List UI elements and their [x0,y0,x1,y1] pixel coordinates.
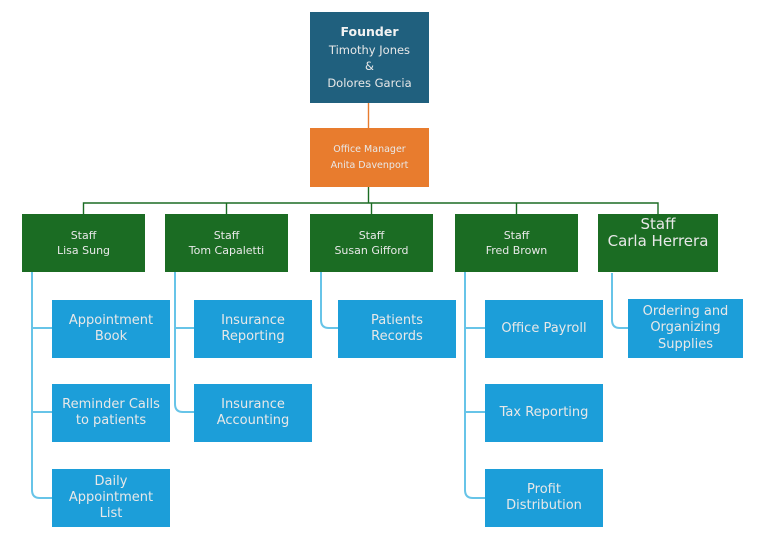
node-task-office-payroll: Office Payroll [485,300,603,358]
wire-staff-fred-tasks [464,272,485,499]
node-task-ordering-supplies: Ordering and Organizing Supplies [628,299,743,358]
staff-title: Staff [640,215,676,233]
staff-title: Staff [70,228,97,242]
node-task-appointment-book: Appointment Book [52,300,170,358]
node-staff-tom-capaletti: Staff Tom Capaletti [165,214,288,272]
staff-title: Staff [503,228,530,242]
staff-title: Staff [358,228,385,242]
node-task-tax-reporting: Tax Reporting [485,384,603,442]
node-staff-lisa-sung: Staff Lisa Sung [22,214,145,272]
office-manager-title: Office Manager [333,144,406,156]
node-task-reminder-calls: Reminder Calls to patients [52,384,170,442]
staff-title: Staff [213,228,240,242]
wire-manager-to-staff [82,187,659,214]
node-staff-susan-gifford: Staff Susan Gifford [310,214,433,272]
node-task-insurance-accounting: Insurance Accounting [194,384,312,442]
task-label: Ordering and Organizing Supplies [642,304,729,352]
staff-name: Fred Brown [485,244,548,257]
task-label: Office Payroll [501,320,587,336]
founder-title: Founder [340,24,399,40]
wire-staff-lisa-tasks [31,272,52,499]
staff-name: Susan Gifford [334,244,409,257]
node-office-manager: Office Manager Anita Davenport [310,128,429,187]
founder-name: Timothy Jones & Dolores Garcia [327,42,412,90]
node-task-insurance-reporting: Insurance Reporting [194,300,312,358]
task-label: Reminder Calls to patients [62,396,160,428]
task-label: Insurance Reporting [221,312,285,344]
task-label: Appointment Book [68,312,154,344]
node-staff-fred-brown: Staff Fred Brown [455,214,578,272]
wire-staff-carla-tasks [611,273,628,329]
wire-staff-tom-tasks [174,272,194,413]
node-task-patients-records: Patients Records [338,300,456,358]
task-label: Insurance Accounting [216,396,290,428]
staff-name: Lisa Sung [56,244,111,257]
office-manager-name: Anita Davenport [330,159,409,171]
task-label: Daily Appointment List [68,473,154,522]
node-task-daily-appointment-list: Daily Appointment List [52,469,170,527]
staff-name: Carla Herrera [607,232,709,251]
node-staff-carla-herrera: Staff Carla Herrera [598,214,718,272]
task-label: Tax Reporting [499,404,589,420]
task-label: Profit Distribution [506,481,582,513]
node-founder: Founder Timothy Jones & Dolores Garcia [310,12,429,103]
task-label: Patients Records [370,312,424,344]
node-task-profit-distribution: Profit Distribution [485,469,603,527]
wire-staff-susan-tasks [320,272,338,329]
staff-name: Tom Capaletti [188,244,265,257]
